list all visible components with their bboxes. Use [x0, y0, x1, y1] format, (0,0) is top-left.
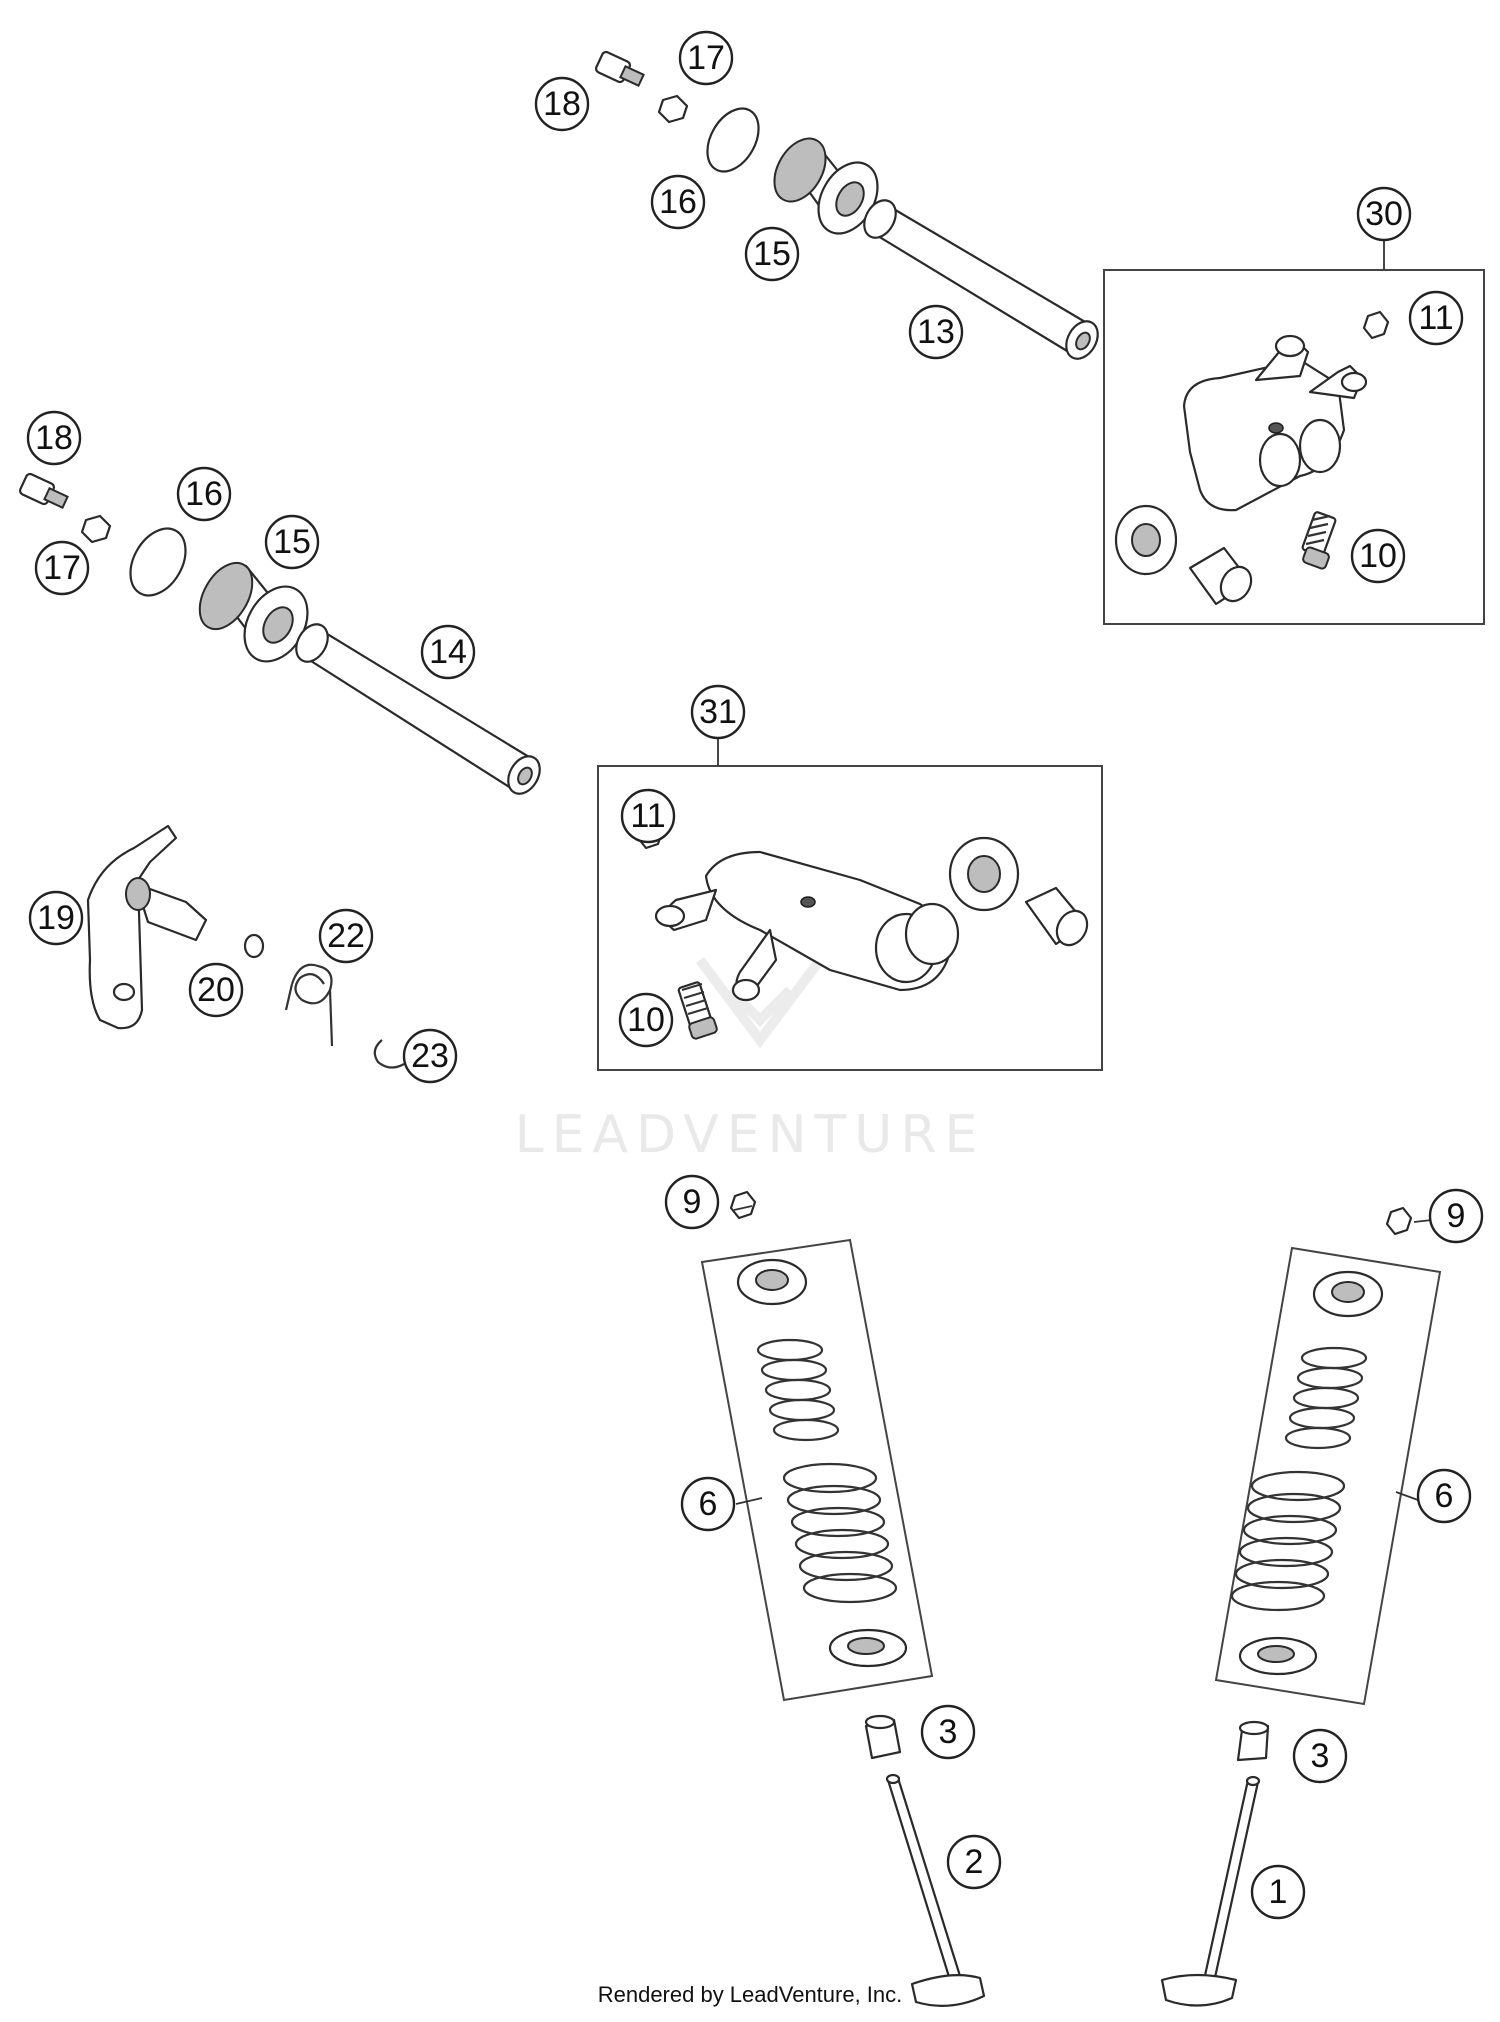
valve-1 — [1160, 1775, 1261, 2007]
rocker-arm-kit-30 — [1103, 238, 1485, 625]
svg-text:22: 22 — [327, 917, 365, 955]
svg-text:9: 9 — [683, 1183, 702, 1221]
svg-text:10: 10 — [627, 1001, 665, 1039]
left-shaft-assembly — [18, 472, 541, 795]
callout-2: 2 — [946, 1834, 1002, 1890]
callout-9-left: 9 — [664, 1174, 720, 1230]
svg-text:14: 14 — [429, 633, 467, 671]
valve-2 — [885, 1773, 986, 2007]
svg-text:10: 10 — [1359, 537, 1397, 575]
outer-spring-left — [782, 1462, 898, 1604]
o-ring-16-left — [129, 527, 187, 597]
svg-text:6: 6 — [1435, 1477, 1454, 1515]
callout-18-left: 18 — [26, 410, 82, 466]
sleeve-15-left — [198, 561, 309, 663]
o-ring-16-upper — [706, 107, 760, 173]
watermark-text: LEADVENTURE — [515, 1105, 986, 1165]
callout-22: 22 — [318, 908, 374, 964]
callout-15-left: 15 — [264, 514, 320, 570]
callout-10-kit30: 10 — [1350, 528, 1406, 584]
kit-31-frame — [597, 765, 1103, 1071]
spring-kit-6-right-frame — [1214, 1246, 1442, 1706]
spring-22 — [284, 963, 334, 1047]
svg-text:3: 3 — [1311, 1737, 1330, 1775]
outer-spring-right — [1230, 1470, 1346, 1612]
nut-17-upper — [657, 94, 689, 124]
svg-text:9: 9 — [1447, 1197, 1466, 1235]
leader-lines — [733, 1205, 1433, 1505]
valve-keeper-9-left — [729, 1190, 757, 1220]
circlip-23 — [373, 1039, 405, 1069]
svg-text:18: 18 — [543, 85, 581, 123]
callout-9-right: 9 — [1428, 1188, 1484, 1244]
svg-text:13: 13 — [917, 313, 955, 351]
bolt-18-upper — [594, 50, 645, 87]
valve-seal-3-right — [1236, 1720, 1270, 1762]
svg-text:15: 15 — [273, 523, 311, 561]
svg-text:18: 18 — [35, 419, 73, 457]
shaft-13 — [863, 199, 1099, 360]
callout-23: 23 — [402, 1028, 458, 1084]
callout-30: 30 — [1356, 186, 1412, 242]
bolt-18-left — [18, 472, 69, 509]
svg-text:3: 3 — [939, 1713, 958, 1751]
inner-spring-right — [1284, 1346, 1368, 1450]
svg-text:17: 17 — [687, 39, 725, 77]
shaft-14 — [295, 623, 541, 795]
callout-13: 13 — [908, 304, 964, 360]
svg-text:16: 16 — [659, 183, 697, 221]
callout-11-kit30: 11 — [1408, 290, 1464, 346]
svg-text:2: 2 — [965, 1843, 984, 1881]
svg-text:16: 16 — [185, 475, 223, 513]
callout-18-upper: 18 — [534, 76, 590, 132]
callout-19: 19 — [28, 890, 84, 946]
svg-text:31: 31 — [699, 693, 737, 731]
footer-credit: Rendered by LeadVenture, Inc. — [598, 1982, 903, 2007]
callout-20: 20 — [188, 962, 244, 1018]
callout-14: 14 — [420, 624, 476, 680]
inner-spring-left — [756, 1338, 840, 1442]
valve-assembly-right — [1160, 1206, 1442, 2007]
svg-text:6: 6 — [699, 1485, 718, 1523]
valve-seal-3-left — [864, 1714, 902, 1760]
callout-17-left: 17 — [34, 540, 90, 596]
nut-17-left — [80, 514, 112, 544]
callout-3-left: 3 — [920, 1704, 976, 1760]
upper-shaft-assembly — [594, 50, 1099, 360]
callout-16-upper: 16 — [650, 174, 706, 230]
callout-6-right: 6 — [1416, 1468, 1472, 1524]
sleeve-15-upper — [773, 137, 879, 235]
callout-17-upper: 17 — [678, 30, 734, 86]
spring-kit-6-left-frame — [700, 1238, 934, 1702]
svg-text:30: 30 — [1365, 195, 1403, 233]
callout-31: 31 — [690, 684, 746, 740]
lever-19 — [86, 824, 178, 1030]
svg-text:11: 11 — [630, 797, 665, 835]
rocker-arm-kit-31 — [597, 738, 1103, 1071]
callout-6-left: 6 — [680, 1476, 736, 1532]
callout-11-kit31: 11 — [620, 788, 676, 844]
kit-30-frame — [1103, 269, 1485, 625]
svg-text:15: 15 — [753, 235, 791, 273]
valve-keeper-9-right — [1385, 1206, 1413, 1236]
callout-15-upper: 15 — [744, 226, 800, 282]
callout-16-left: 16 — [176, 466, 232, 522]
svg-text:23: 23 — [411, 1037, 449, 1075]
callout-10-kit31: 10 — [618, 992, 674, 1048]
callout-3-right: 3 — [1292, 1728, 1348, 1784]
valve-assembly-left — [700, 1190, 986, 2007]
svg-text:19: 19 — [37, 899, 75, 937]
svg-text:20: 20 — [197, 971, 235, 1009]
svg-text:17: 17 — [43, 549, 81, 587]
callout-1: 1 — [1250, 1864, 1306, 1920]
washer-20 — [243, 933, 265, 959]
svg-text:11: 11 — [1418, 299, 1453, 337]
svg-text:1: 1 — [1269, 1873, 1288, 1911]
decompressor-group — [86, 824, 405, 1069]
